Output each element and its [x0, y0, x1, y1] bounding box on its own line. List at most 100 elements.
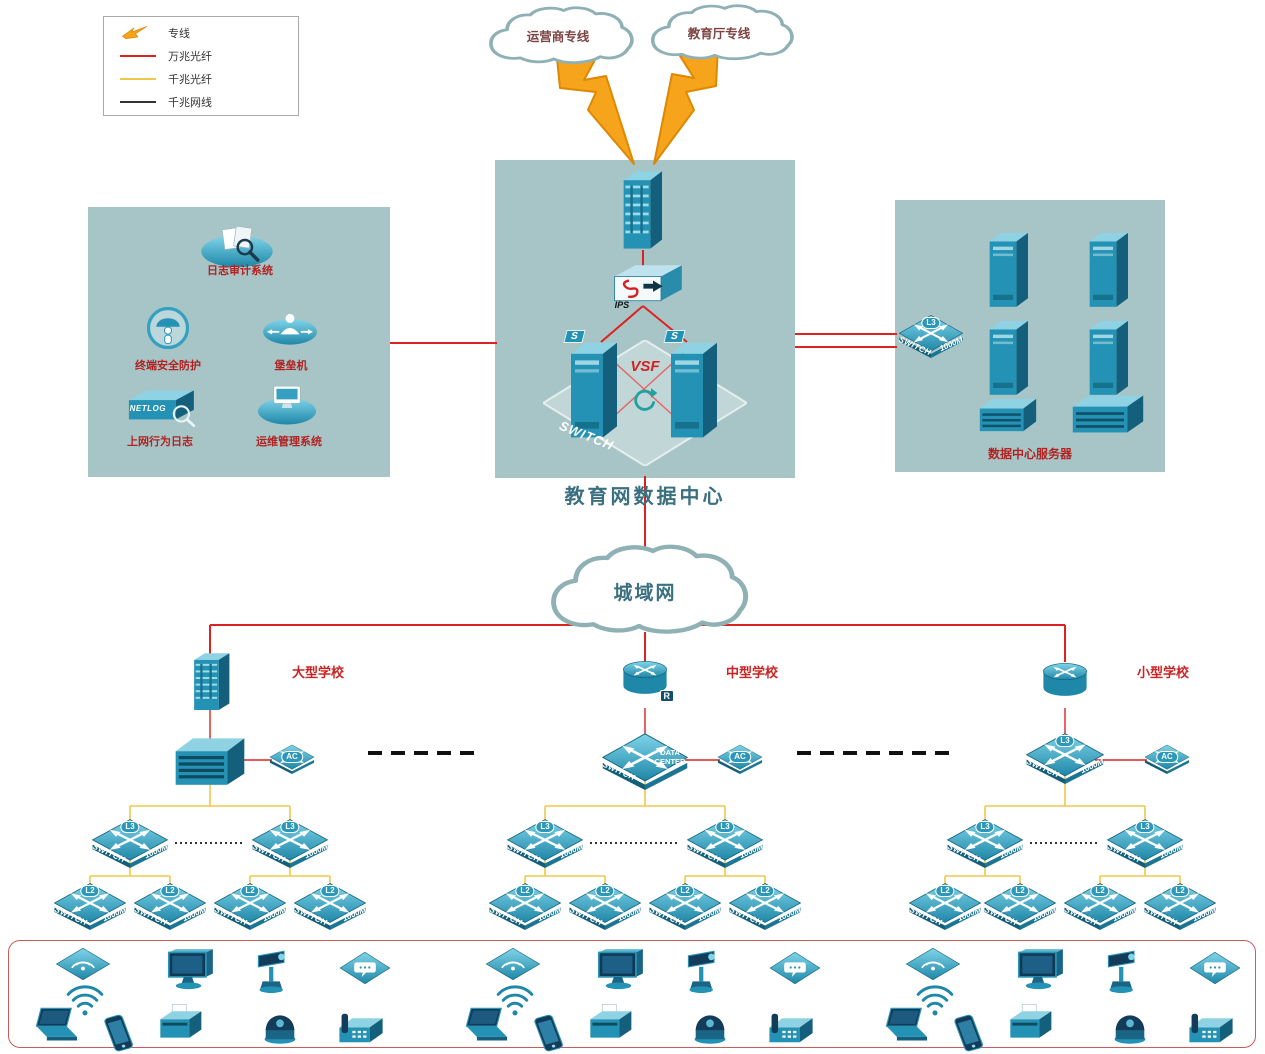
im-chat[interactable]: [1188, 950, 1242, 986]
lightning-icon: [120, 25, 168, 41]
desktop-pc[interactable]: [163, 948, 221, 998]
switch-layer-badge: L3: [975, 821, 995, 833]
ops-management-label: 运维管理系统: [256, 436, 322, 448]
vsf-label: VSF: [630, 358, 660, 375]
ips-label: IPS: [614, 300, 630, 310]
wireless-ap[interactable]: [904, 946, 962, 982]
metro-network-cloud[interactable]: 城域网: [536, 544, 754, 640]
desktop-pc[interactable]: [1013, 948, 1071, 998]
school-core-chassis[interactable]: [171, 732, 249, 788]
router-icon: [1038, 658, 1092, 704]
laptop[interactable]: [456, 1006, 514, 1044]
server-icon: [983, 314, 1033, 400]
laptop[interactable]: [876, 1006, 934, 1044]
firewall-icon: [617, 164, 667, 254]
smartphone[interactable]: [952, 1012, 986, 1054]
netlog-system[interactable]: NETLOG: [122, 386, 198, 428]
school-label-large: 大型学校: [291, 665, 344, 680]
datacenter-server[interactable]: [983, 226, 1033, 312]
fax-phone[interactable]: [334, 1008, 388, 1048]
printer[interactable]: [586, 1002, 640, 1048]
school-gateway-server[interactable]: [188, 648, 234, 714]
dome-camera[interactable]: [688, 1004, 732, 1046]
server-icon: [983, 226, 1033, 312]
switch-layer-badge: L2: [240, 884, 260, 897]
smartphone-icon: [952, 1012, 986, 1054]
im-chat[interactable]: [768, 950, 822, 986]
desktop-pc[interactable]: [593, 948, 651, 998]
router-badge: R: [659, 690, 674, 702]
wireless-ap[interactable]: [54, 946, 112, 982]
datacenter-server[interactable]: [983, 314, 1033, 400]
ptz-camera-icon: [252, 948, 300, 998]
fax-phone[interactable]: [1184, 1008, 1238, 1048]
bastion-host[interactable]: [258, 306, 322, 350]
wireless-controller[interactable]: AC: [269, 744, 315, 774]
legend-row: 千兆网线: [104, 90, 298, 113]
fax-phone[interactable]: [764, 1008, 818, 1048]
ptz-camera[interactable]: [252, 948, 300, 998]
storage-device[interactable]: [976, 394, 1040, 436]
smartphone[interactable]: [102, 1012, 136, 1054]
vsf-cycle-icon: [630, 386, 658, 414]
ips-appliance[interactable]: IPS: [605, 262, 685, 312]
printer[interactable]: [156, 1002, 210, 1048]
wireless-controller[interactable]: AC: [1144, 744, 1190, 774]
endpoint-security[interactable]: [142, 302, 194, 354]
yellow-line-icon: [120, 77, 168, 80]
smartphone[interactable]: [532, 1012, 566, 1054]
school-router[interactable]: R: [618, 656, 674, 702]
operator-cloud[interactable]: 运营商专线: [478, 6, 638, 68]
stack-tag: S: [563, 330, 586, 343]
ac-badge: AC: [729, 751, 751, 764]
school-label-medium: 中型学校: [725, 665, 778, 680]
dome-camera[interactable]: [1108, 1004, 1152, 1046]
laptop[interactable]: [26, 1006, 84, 1044]
ptz-camera[interactable]: [1102, 948, 1150, 998]
im-chat[interactable]: [338, 950, 392, 986]
core-switch-right[interactable]: [663, 334, 723, 444]
legend-label: 千兆网线: [168, 96, 212, 109]
core-firewall[interactable]: [617, 164, 667, 254]
wireless-controller[interactable]: AC: [717, 744, 763, 774]
legend-row: 千兆光纤: [104, 67, 298, 90]
ptz-camera[interactable]: [682, 948, 730, 998]
education-dept-cloud[interactable]: 教育厅专线: [640, 4, 798, 64]
laptop-icon: [456, 1006, 514, 1044]
switch-layer-badge: L3: [1055, 735, 1075, 748]
datacenter-server[interactable]: [1083, 226, 1133, 312]
stack-tag: S: [663, 330, 686, 343]
printer[interactable]: [1006, 1002, 1060, 1048]
chassis-icon: [171, 732, 249, 788]
datacenter-server[interactable]: [1083, 314, 1133, 400]
server-icon: [1083, 226, 1133, 312]
dome-camera-icon: [1108, 1004, 1152, 1046]
wireless-ap[interactable]: [484, 946, 542, 982]
ops-management-system[interactable]: [254, 380, 320, 428]
dome-camera[interactable]: [258, 1004, 302, 1046]
ptz-camera-icon: [682, 948, 730, 998]
school-router[interactable]: [1038, 658, 1092, 704]
storage-device[interactable]: [1068, 390, 1148, 438]
